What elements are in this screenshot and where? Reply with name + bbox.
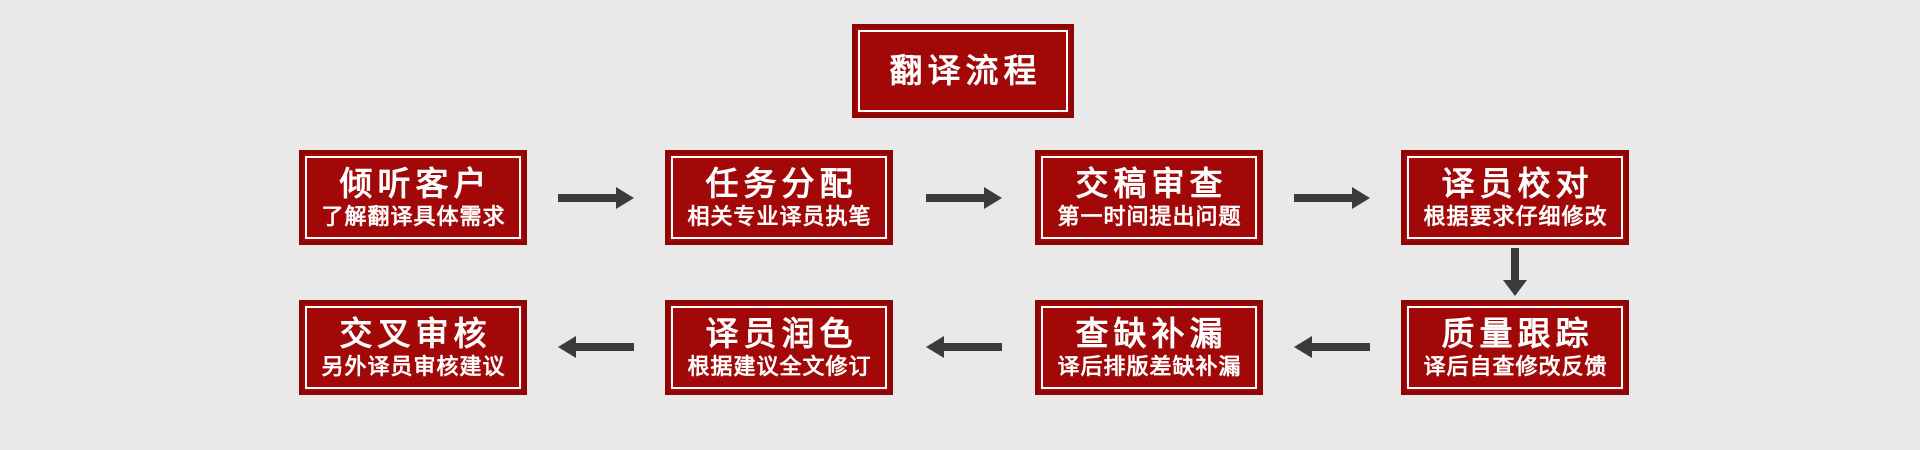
arrow-shaft (1294, 194, 1352, 202)
arrow-head (926, 336, 944, 358)
arrow-head (984, 187, 1002, 209)
flow-step-2-task-assignment: 任务分配 相关专业译员执笔 (665, 150, 893, 245)
arrow-head (616, 187, 634, 209)
flow-step-8-cross-review: 交叉审核 另外译员审核建议 (299, 300, 527, 395)
flow-step-6-gap-filling: 查缺补漏 译后排版差缺补漏 (1035, 300, 1263, 395)
step-title: 质量跟踪 (1441, 313, 1594, 353)
flow-step-4-translator-proofreading: 译员校对 根据要求仔细修改 (1401, 150, 1629, 245)
step-inner-frame: 交叉审核 另外译员审核建议 (305, 306, 521, 389)
arrow-left-icon (558, 336, 634, 358)
step-title: 交稿审查 (1075, 163, 1228, 203)
step-subtitle: 根据建议全文修订 (687, 354, 872, 380)
step-inner-frame: 译员校对 根据要求仔细修改 (1407, 156, 1623, 239)
arrow-head (1352, 187, 1370, 209)
arrow-down-icon (1503, 248, 1527, 296)
step-subtitle: 译后排版差缺补漏 (1057, 354, 1242, 380)
step-inner-frame: 交稿审查 第一时间提出问题 (1041, 156, 1257, 239)
arrow-head (1294, 336, 1312, 358)
flow-step-7-translator-polishing: 译员润色 根据建议全文修订 (665, 300, 893, 395)
step-subtitle: 了解翻译具体需求 (321, 204, 506, 230)
arrow-right-icon (926, 187, 1002, 209)
arrow-shaft (1511, 248, 1519, 280)
arrow-shaft (1312, 343, 1370, 351)
flowchart-title-box: 翻译流程 (852, 24, 1074, 118)
flowchart-title: 翻译流程 (889, 51, 1042, 91)
arrow-right-icon (558, 187, 634, 209)
arrow-shaft (926, 194, 984, 202)
step-subtitle: 第一时间提出问题 (1057, 204, 1242, 230)
step-subtitle: 相关专业译员执笔 (687, 204, 872, 230)
step-inner-frame: 译员润色 根据建议全文修订 (671, 306, 887, 389)
arrow-shaft (576, 343, 634, 351)
arrow-shaft (558, 194, 616, 202)
arrow-left-icon (926, 336, 1002, 358)
step-inner-frame: 倾听客户 了解翻译具体需求 (305, 156, 521, 239)
step-subtitle: 另外译员审核建议 (321, 354, 506, 380)
step-inner-frame: 任务分配 相关专业译员执笔 (671, 156, 887, 239)
step-subtitle: 根据要求仔细修改 (1423, 204, 1608, 230)
step-title: 译员润色 (705, 313, 858, 353)
step-title: 交叉审核 (339, 313, 492, 353)
flow-step-5-quality-tracking: 质量跟踪 译后自查修改反馈 (1401, 300, 1629, 395)
title-inner-frame: 翻译流程 (858, 30, 1068, 112)
step-title: 任务分配 (705, 163, 858, 203)
step-inner-frame: 质量跟踪 译后自查修改反馈 (1407, 306, 1623, 389)
step-title: 查缺补漏 (1075, 313, 1228, 353)
step-title: 译员校对 (1441, 163, 1594, 203)
arrow-left-icon (1294, 336, 1370, 358)
arrow-head (1503, 280, 1527, 296)
arrow-right-icon (1294, 187, 1370, 209)
flow-step-1-listen-customers: 倾听客户 了解翻译具体需求 (299, 150, 527, 245)
arrow-shaft (944, 343, 1002, 351)
flow-step-3-draft-review: 交稿审查 第一时间提出问题 (1035, 150, 1263, 245)
step-inner-frame: 查缺补漏 译后排版差缺补漏 (1041, 306, 1257, 389)
step-subtitle: 译后自查修改反馈 (1423, 354, 1608, 380)
step-title: 倾听客户 (339, 163, 492, 203)
arrow-head (558, 336, 576, 358)
